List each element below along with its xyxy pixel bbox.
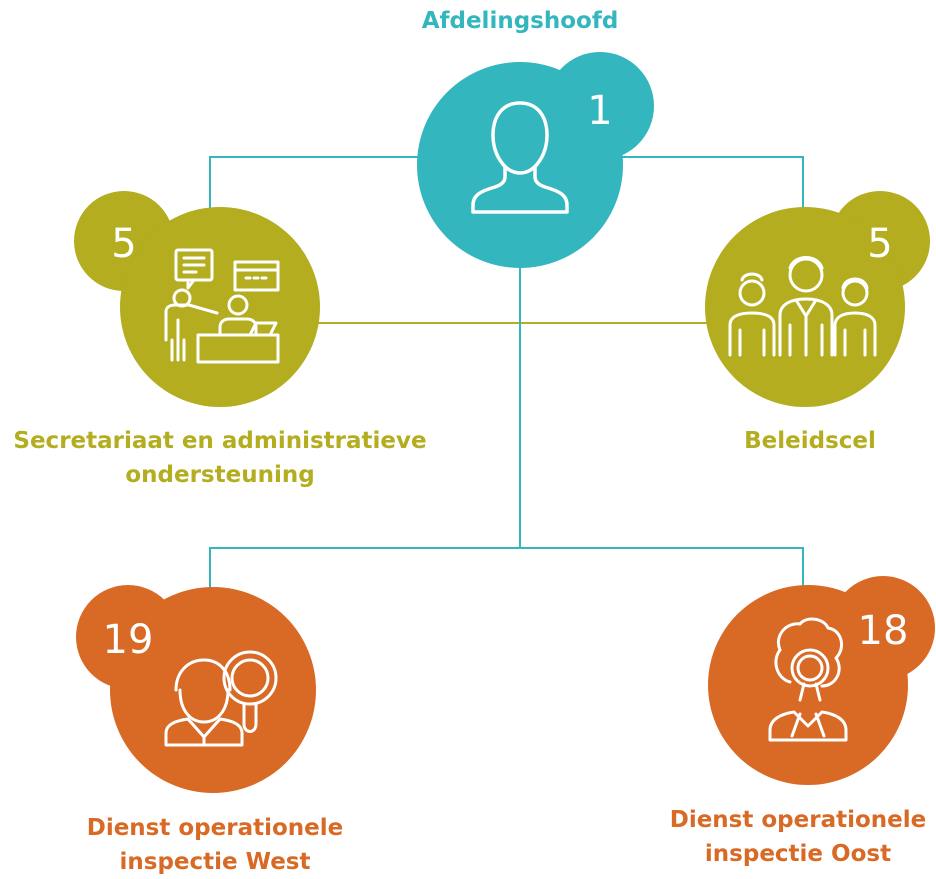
- head-count: 1: [587, 88, 612, 134]
- male-inspector-magnifier-icon: [164, 650, 278, 747]
- female-inspector-magnifier-icon: [768, 617, 848, 742]
- node-policy: 5: [705, 191, 930, 407]
- policy-label: Beleidscel: [744, 428, 876, 454]
- west-label: Dienst operationele inspectie West: [86, 815, 344, 875]
- person-icon: [471, 101, 569, 214]
- policy-count: 5: [867, 221, 892, 267]
- head-circle: [417, 62, 623, 268]
- node-east: 18: [708, 576, 935, 785]
- team-icon: [728, 256, 877, 357]
- connector-head-right: [620, 156, 804, 215]
- connector-head-left: [209, 156, 420, 215]
- policy-circle: [705, 207, 905, 407]
- node-head: 1: [417, 52, 654, 268]
- secretariat-count: 5: [111, 221, 136, 267]
- node-secretariat: 5: [74, 191, 320, 407]
- connector-bottom-branch: [209, 547, 804, 612]
- east-label: Dienst operationele inspectie Oost: [669, 807, 927, 867]
- secretariat-label: Secretariaat en administratieve onderste…: [13, 428, 427, 488]
- secretariat-circle: [120, 207, 320, 407]
- connectors: [209, 156, 804, 612]
- head-label: Afdelingshoofd: [421, 8, 619, 34]
- west-circle: [110, 587, 316, 793]
- reception-desk-icon: [164, 248, 280, 364]
- node-west: 19: [76, 585, 316, 793]
- east-count: 18: [858, 608, 909, 654]
- west-count: 19: [103, 617, 154, 663]
